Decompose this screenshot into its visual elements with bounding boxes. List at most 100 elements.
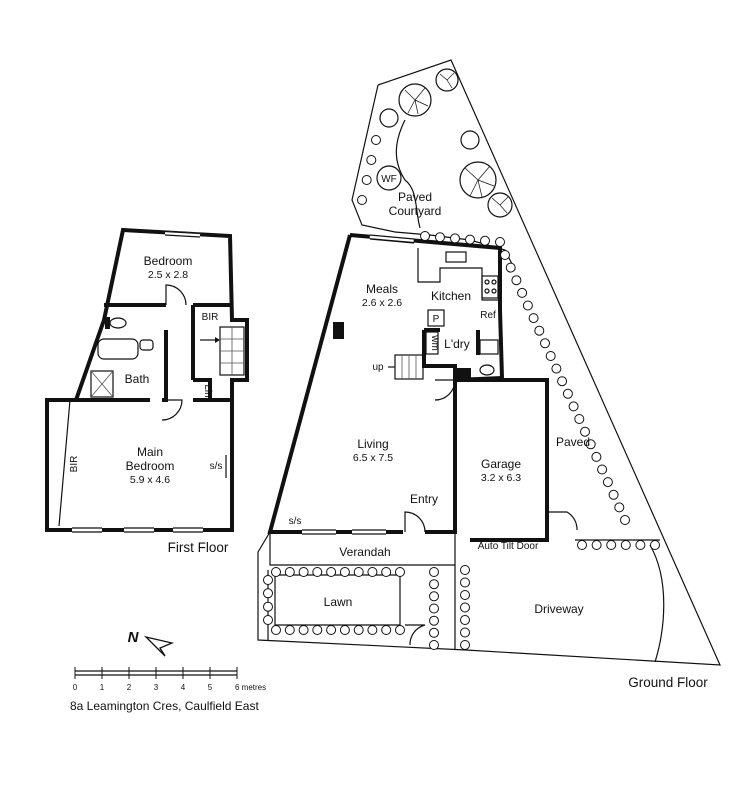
verandah-label: Verandah xyxy=(339,545,390,559)
shrub-icon xyxy=(357,195,367,205)
scale-tick-label: 4 xyxy=(181,683,186,692)
shrub-icon xyxy=(580,426,590,437)
shrub-icon xyxy=(574,414,585,424)
bedroom-label: Bedroom xyxy=(144,254,193,268)
shrub-icon xyxy=(263,588,273,599)
shrub-icon xyxy=(545,351,556,361)
bedroom-dims: 2.5 x 2.8 xyxy=(148,269,188,281)
lin-wall xyxy=(193,378,212,400)
garage-dims: 3.2 x 6.3 xyxy=(481,472,521,484)
kitchen-fixtures xyxy=(417,248,500,301)
first-floor-plan: Bedroom 2.5 x 2.8 BIR Bath Lin Main Bedr… xyxy=(45,227,249,555)
ground-ss-label: s/s xyxy=(289,516,302,527)
shrub-icon xyxy=(367,625,378,635)
garage-side-door-arc xyxy=(547,511,578,531)
site-boundary xyxy=(257,59,721,666)
shrub-icon xyxy=(366,155,377,165)
shrub-icon xyxy=(460,577,470,588)
bir-top-label: BIR xyxy=(202,312,219,323)
shrub-icon xyxy=(591,451,602,462)
ldry-label: L'dry xyxy=(444,337,470,351)
ground-floor-outer-wall xyxy=(267,234,549,542)
shrub-icon xyxy=(465,234,475,245)
shrub-icon xyxy=(551,363,562,374)
living-door-arc xyxy=(434,379,456,401)
shrub-icon xyxy=(460,615,470,625)
shrub-icon xyxy=(381,625,392,635)
shrub-icon xyxy=(298,625,309,635)
ref-label: Ref xyxy=(480,310,496,321)
wm-label: wm xyxy=(429,334,440,351)
tree xyxy=(376,165,402,191)
bedroom-window xyxy=(164,230,201,238)
shrubs xyxy=(263,135,660,650)
shrub-icon xyxy=(480,235,490,246)
shrub-icon xyxy=(353,567,364,577)
shrub-icon xyxy=(353,625,364,635)
ground-stairs xyxy=(388,354,424,380)
tree xyxy=(435,68,459,92)
pantry-box xyxy=(427,309,445,327)
shrub-icon xyxy=(429,591,439,602)
north-label: N xyxy=(128,629,140,646)
first-floor-ss-label: s/s xyxy=(210,461,223,472)
kitchen-label: Kitchen xyxy=(431,289,471,303)
main-bedroom-windows xyxy=(72,526,203,534)
living-label: Living xyxy=(357,437,388,451)
shrub-icon xyxy=(263,615,273,625)
meals-window xyxy=(369,231,415,244)
auto-tilt-door-label: Auto Tilt Door xyxy=(478,541,539,552)
shrub-icon xyxy=(298,567,309,577)
first-floor-outer-wall xyxy=(45,227,249,532)
driveway-edge xyxy=(454,539,660,650)
scale-tick-label: 2 xyxy=(127,683,132,692)
shrub-icon xyxy=(429,627,439,638)
paved-label: Paved xyxy=(556,435,590,449)
ground-floor-title: Ground Floor xyxy=(628,675,708,690)
bir-wall xyxy=(191,303,232,380)
kitchen-sink xyxy=(445,251,467,263)
shrub-icon xyxy=(522,300,533,311)
shrub-icon xyxy=(361,175,372,185)
courtyard-trees xyxy=(376,68,513,218)
shrub-icon xyxy=(614,502,625,513)
main-bedroom-label-2: Bedroom xyxy=(126,459,175,473)
bedroom-door-arc xyxy=(165,284,187,306)
ground-floor-plan: Paved Courtyard WF Meals 2.6 x 2.6 Kitch… xyxy=(257,59,721,690)
shrub-icon xyxy=(585,439,596,450)
tree xyxy=(379,108,399,128)
up-label: up xyxy=(372,362,384,373)
basin xyxy=(139,339,154,351)
first-floor-stairs xyxy=(200,326,245,376)
shrub-icon xyxy=(339,625,350,635)
main-bedroom-label-1: Main xyxy=(137,445,163,459)
first-floor-title: First Floor xyxy=(168,540,229,555)
shrub-icon xyxy=(562,388,573,399)
living-windows xyxy=(302,528,386,536)
bathtub xyxy=(97,338,139,360)
driveway-label: Driveway xyxy=(534,602,583,616)
bath-label: Bath xyxy=(125,372,150,386)
fireplace-block xyxy=(333,322,344,339)
shrub-icon xyxy=(511,275,522,286)
shrub-icon xyxy=(429,603,439,614)
scale-tick-label: 0 xyxy=(73,683,78,692)
shrub-icon xyxy=(339,567,350,577)
tree xyxy=(398,83,432,117)
toilet xyxy=(109,317,127,329)
courtyard-label-1: Paved xyxy=(398,190,432,204)
tree xyxy=(459,161,497,199)
shrub-icon xyxy=(429,567,439,577)
shrub-icon xyxy=(429,579,439,590)
shrub-icon xyxy=(284,625,295,635)
shrub-icon xyxy=(620,540,631,550)
tree xyxy=(487,192,513,218)
laundry-tub xyxy=(479,339,499,355)
shrub-icon xyxy=(460,627,470,638)
shrub-icon xyxy=(505,262,516,273)
shrub-icon xyxy=(608,489,619,500)
house-top-wall xyxy=(349,233,505,382)
shrub-icon xyxy=(597,464,608,475)
verandah-outline xyxy=(269,532,456,566)
